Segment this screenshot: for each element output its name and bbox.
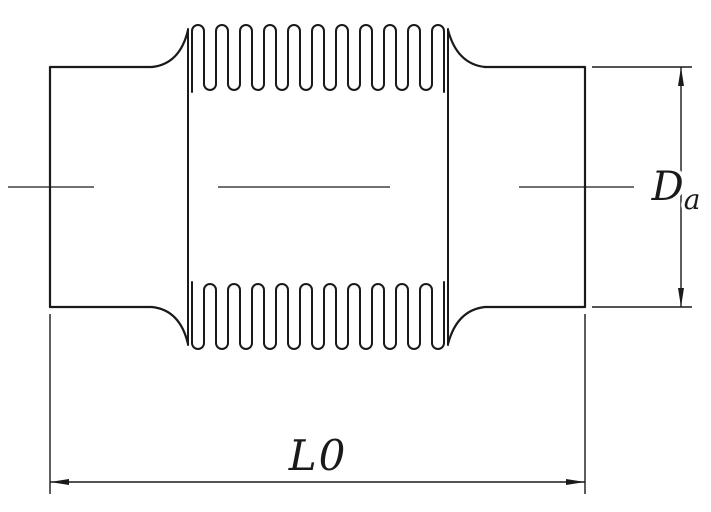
bellows-top-convolutions bbox=[191, 24, 445, 93]
da-arrow-up-icon bbox=[678, 67, 684, 86]
l0-arrow-left-icon bbox=[50, 479, 69, 485]
dimension-da: Da bbox=[592, 66, 704, 308]
da-dimension-label: Da bbox=[651, 164, 701, 216]
da-arrow-down-icon bbox=[678, 288, 684, 307]
dimension-l0: L0 bbox=[49, 314, 586, 494]
bellows bbox=[187, 24, 449, 350]
flare-bottom-right-curve bbox=[446, 305, 487, 346]
l0-arrow-right-icon bbox=[566, 479, 585, 485]
flare-top-right-curve bbox=[446, 28, 487, 69]
da-subscript: a bbox=[684, 183, 701, 216]
pipe-end-left bbox=[48, 28, 190, 346]
pipe-end-right bbox=[446, 28, 587, 346]
flare-bottom-left-curve bbox=[150, 305, 190, 346]
flare-top-left-curve bbox=[150, 28, 190, 69]
l0-dimension-label: L0 bbox=[288, 431, 348, 480]
da-symbol: D bbox=[651, 164, 684, 210]
bellows-bottom-convolutions bbox=[191, 281, 445, 350]
